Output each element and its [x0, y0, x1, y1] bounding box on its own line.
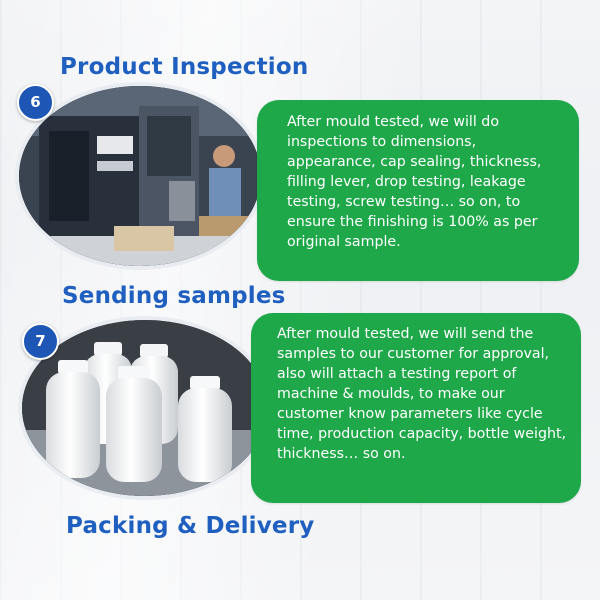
description-card-samples: After mould tested, we will send the sam… — [251, 313, 581, 503]
white-bottles-illustration — [22, 320, 268, 496]
white-bottles-photo — [22, 320, 268, 496]
section-title-sending-samples: Sending samples — [62, 283, 286, 309]
description-card-inspection: After mould tested, we will do inspectio… — [257, 100, 579, 281]
description-text-samples: After mould tested, we will send the sam… — [277, 326, 567, 462]
step-number-badge-7: 7 — [22, 323, 59, 360]
section-title-product-inspection: Product Inspection — [60, 54, 309, 80]
factory-machine-illustration — [19, 86, 261, 266]
factory-machine-photo — [19, 86, 261, 266]
description-text-inspection: After mould tested, we will do inspectio… — [287, 114, 542, 250]
step-number-badge-6: 6 — [17, 84, 54, 121]
section-title-packing-delivery: Packing & Delivery — [66, 513, 315, 539]
